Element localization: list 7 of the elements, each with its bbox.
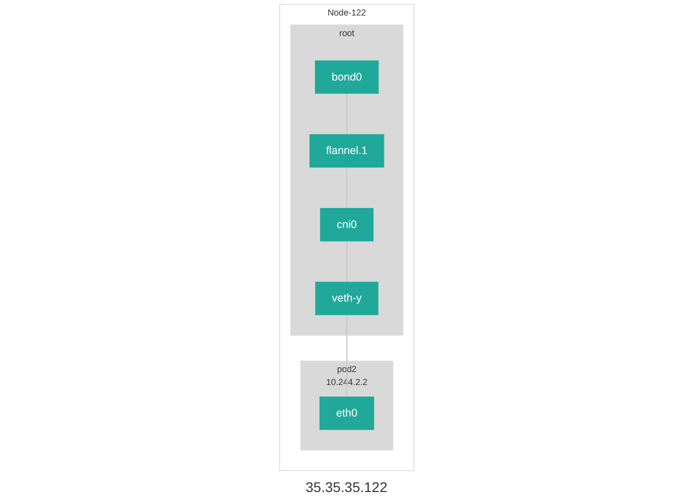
ip-address-caption: 35.35.35.122: [306, 479, 388, 495]
node-box: eth0: [319, 396, 374, 430]
node-box: bond0: [314, 60, 378, 94]
node-box: flannel.1: [309, 134, 384, 168]
node-box: cni0: [320, 208, 374, 242]
connector: [346, 314, 348, 397]
node-box: veth-y: [314, 282, 378, 316]
